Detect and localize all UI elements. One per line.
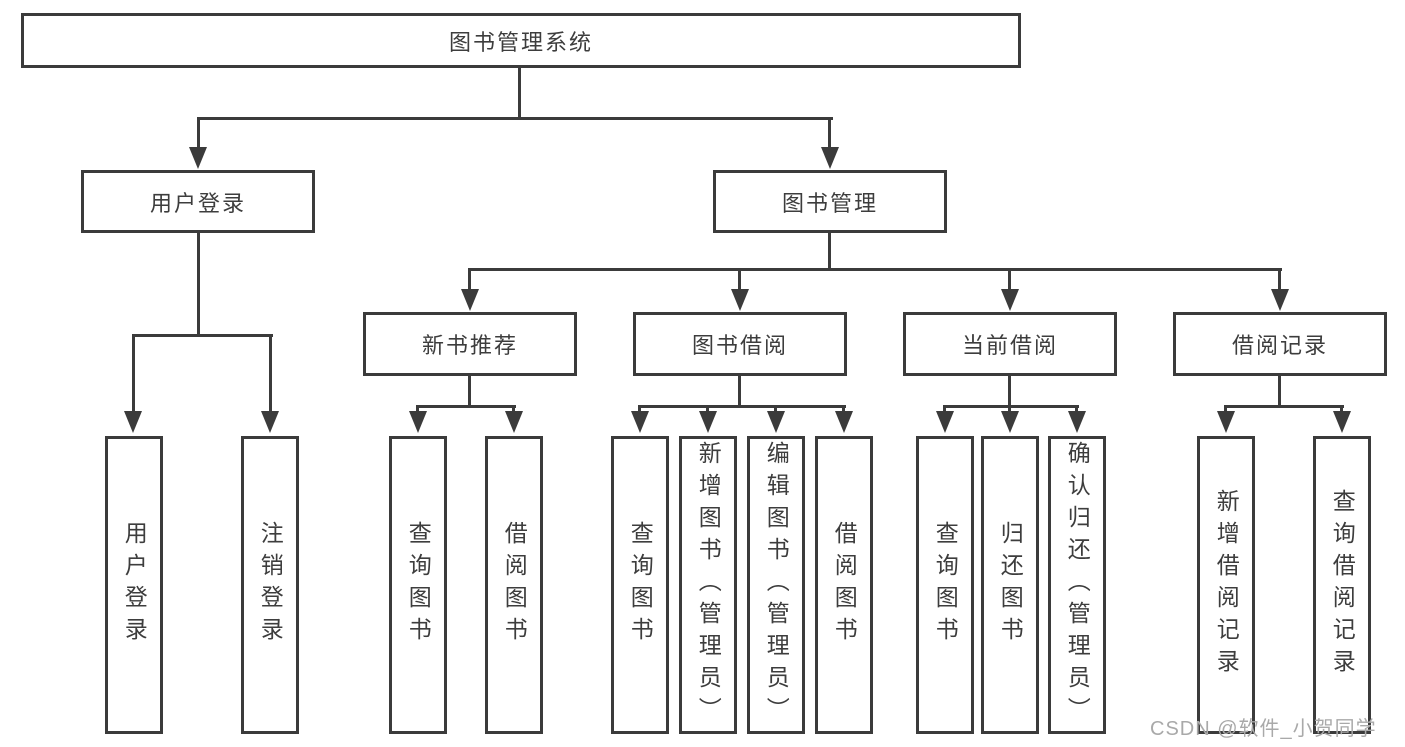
connector-line [638,405,641,415]
arrow-down-icon [936,411,954,433]
node-label: 查询图书 [405,521,432,649]
leaf-edit-book-admin: 编辑图书（管理员） [747,436,805,734]
node-label: 当前借阅 [961,333,1058,358]
leaf-add-book-admin: 新增图书（管理员） [679,436,737,734]
arrow-down-icon [1068,411,1086,433]
connector-line [1278,376,1281,408]
node-book-management: 图书管理 [713,170,947,233]
connector-line [1278,268,1281,292]
leaf-borrow-book-2: 借阅图书 [815,436,873,734]
arrow-down-icon [767,411,785,433]
connector-line [197,233,200,337]
leaf-borrow-book-1: 借阅图书 [485,436,543,734]
arrow-down-icon [261,411,279,433]
arrow-down-icon [1333,411,1351,433]
connector-line [1008,268,1011,292]
connector-line [132,334,273,337]
node-label: 借阅记录 [1231,333,1328,358]
connector-line [943,405,946,415]
node-new-book-recommend: 新书推荐 [363,312,577,376]
arrow-down-icon [124,411,142,433]
node-user-login: 用户登录 [81,170,315,233]
connector-line [132,334,135,415]
connector-line [1008,376,1011,408]
arrow-down-icon [409,411,427,433]
connector-line [943,405,1079,408]
leaf-return-book: 归还图书 [981,436,1039,734]
node-current-borrow: 当前借阅 [903,312,1117,376]
arrow-down-icon [699,411,717,433]
node-label: 图书管理系统 [448,29,593,55]
arrow-down-icon [1217,411,1235,433]
node-label: 确认归还（管理员） [1064,441,1091,729]
connector-line [1224,405,1227,415]
connector-line [1224,405,1344,408]
node-label: 查询图书 [932,521,959,649]
connector-line [468,376,471,408]
csdn-watermark: CSDN @软件_小贺同学 [1150,718,1377,740]
leaf-add-borrow-record: 新增借阅记录 [1197,436,1255,734]
node-label: 借阅图书 [501,521,528,649]
node-label: 借阅图书 [831,521,858,649]
arrow-down-icon [631,411,649,433]
connector-line [1075,405,1078,415]
connector-line [638,405,846,408]
arrow-down-icon [189,147,207,169]
connector-line [512,405,515,415]
arrow-down-icon [461,289,479,311]
node-label: 新书推荐 [421,333,518,358]
connector-line [828,233,831,271]
arrow-down-icon [1271,289,1289,311]
connector-line [1008,405,1011,415]
node-label: 查询借阅记录 [1329,489,1356,681]
node-book-borrow: 图书借阅 [633,312,847,376]
connector-line [468,268,471,292]
leaf-query-borrow-record: 查询借阅记录 [1313,436,1371,734]
arrow-down-icon [505,411,523,433]
leaf-logout-login: 注销登录 [241,436,299,734]
connector-line [416,405,516,408]
connector-line [828,117,831,150]
node-root: 图书管理系统 [21,13,1021,68]
arrow-down-icon [821,147,839,169]
node-borrow-record: 借阅记录 [1173,312,1387,376]
connector-line [518,68,521,120]
arrow-down-icon [1001,411,1019,433]
leaf-query-book-2: 查询图书 [611,436,669,734]
node-label: 用户登录 [121,521,148,649]
connector-line [706,405,709,415]
connector-line [738,268,741,292]
connector-line [468,268,1282,271]
arrow-down-icon [835,411,853,433]
node-label: 查询图书 [627,521,654,649]
connector-line [738,376,741,408]
connector-line [197,117,833,120]
connector-line [774,405,777,415]
node-label: 归还图书 [997,521,1024,649]
connector-line [1340,405,1343,415]
node-label: 图书管理 [781,190,878,216]
node-label: 图书借阅 [691,333,788,358]
node-label: 编辑图书（管理员） [763,441,790,729]
connector-line [197,117,200,150]
connector-line [269,334,272,415]
connector-line [842,405,845,415]
leaf-confirm-return-admin: 确认归还（管理员） [1048,436,1106,734]
node-label: 用户登录 [149,190,246,216]
arrow-down-icon [731,289,749,311]
arrow-down-icon [1001,289,1019,311]
leaf-user-login: 用户登录 [105,436,163,734]
node-label: 新增借阅记录 [1213,489,1240,681]
leaf-query-book-3: 查询图书 [916,436,974,734]
leaf-query-book-1: 查询图书 [389,436,447,734]
node-label: 新增图书（管理员） [695,441,722,729]
node-label: 注销登录 [257,521,284,649]
connector-line [416,405,419,415]
